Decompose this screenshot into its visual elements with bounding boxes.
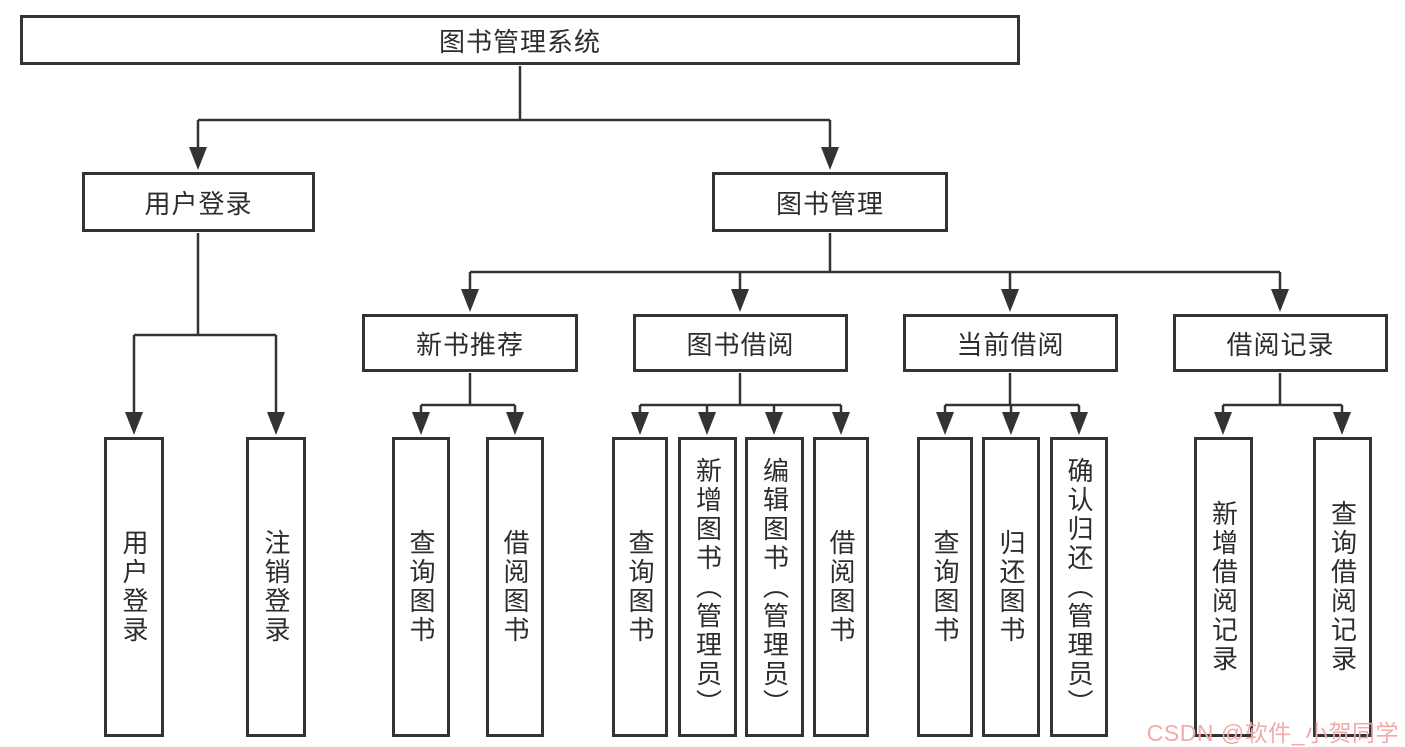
leaf-query-borrow-record-label: 查询借阅记录 — [1327, 500, 1358, 674]
node-book-management-label: 图书管理 — [775, 188, 884, 219]
node-user-login-label: 用户登录 — [144, 188, 253, 219]
leaf-confirm-return-admin-label: 确认归还（管理员） — [1064, 456, 1094, 718]
node-current-borrowing-label: 当前借阅 — [956, 329, 1065, 360]
node-new-book-recommend: 新书推荐 — [362, 314, 578, 372]
leaf-confirm-return-admin: 确认归还（管理员） — [1050, 437, 1108, 737]
node-new-book-recommend-label: 新书推荐 — [415, 329, 524, 360]
leaf-borrow-books-1-label: 借阅图书 — [500, 529, 530, 645]
leaf-query-books-3: 查询图书 — [917, 437, 973, 737]
leaf-add-books-admin: 新增图书（管理员） — [678, 437, 737, 737]
leaf-query-books-3-label: 查询图书 — [930, 529, 960, 645]
node-library-system-label: 图书管理系统 — [438, 26, 601, 57]
leaf-edit-books-admin: 编辑图书（管理员） — [745, 437, 804, 737]
node-current-borrowing: 当前借阅 — [903, 314, 1118, 372]
leaf-query-books-2-label: 查询图书 — [625, 529, 655, 645]
leaf-logout: 注销登录 — [246, 437, 306, 737]
leaf-edit-books-admin-label: 编辑图书（管理员） — [759, 456, 790, 718]
leaf-query-books-1-label: 查询图书 — [406, 529, 436, 645]
leaf-add-borrow-record: 新增借阅记录 — [1194, 437, 1253, 737]
leaf-user-login-label: 用户登录 — [119, 529, 149, 645]
csdn-watermark: CSDN @软件_小贺同学 — [1146, 720, 1399, 746]
leaf-return-books: 归还图书 — [982, 437, 1040, 737]
node-library-system: 图书管理系统 — [20, 15, 1020, 65]
node-book-borrowing: 图书借阅 — [633, 314, 848, 372]
leaf-query-borrow-record: 查询借阅记录 — [1313, 437, 1372, 737]
leaf-logout-label: 注销登录 — [261, 529, 291, 645]
leaf-user-login: 用户登录 — [104, 437, 164, 737]
leaf-borrow-books-1: 借阅图书 — [486, 437, 544, 737]
leaf-query-books-2: 查询图书 — [612, 437, 668, 737]
node-borrowing-records-label: 借阅记录 — [1226, 329, 1335, 360]
leaf-return-books-label: 归还图书 — [996, 529, 1026, 645]
leaf-query-books-1: 查询图书 — [392, 437, 450, 737]
node-book-management: 图书管理 — [712, 172, 948, 232]
node-user-login: 用户登录 — [82, 172, 315, 232]
node-book-borrowing-label: 图书借阅 — [686, 329, 795, 360]
leaf-borrow-books-2-label: 借阅图书 — [826, 529, 856, 645]
node-borrowing-records: 借阅记录 — [1173, 314, 1388, 372]
leaf-add-borrow-record-label: 新增借阅记录 — [1208, 500, 1239, 674]
leaf-add-books-admin-label: 新增图书（管理员） — [692, 456, 723, 718]
leaf-borrow-books-2: 借阅图书 — [813, 437, 869, 737]
